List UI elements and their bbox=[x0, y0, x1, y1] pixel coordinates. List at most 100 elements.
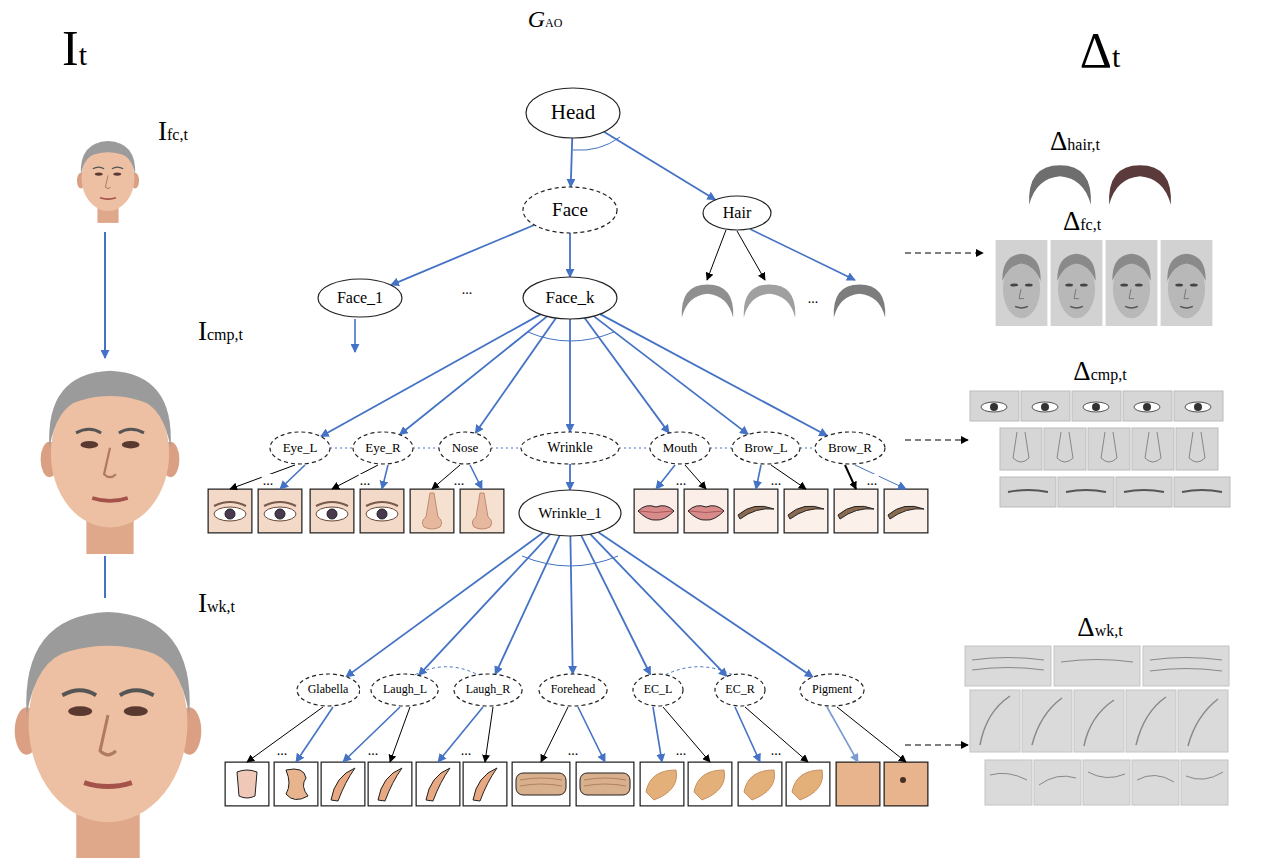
node-label: Brow_L bbox=[744, 441, 787, 455]
component-thumbnails-part bbox=[460, 489, 504, 533]
output-wrinkles-part bbox=[972, 658, 1222, 672]
component-thumbnails-part bbox=[310, 489, 354, 533]
output-components-part bbox=[1189, 432, 1205, 462]
wrinkle-arrows-part bbox=[745, 707, 808, 762]
dashed-arrows-part bbox=[905, 252, 983, 253]
node-label: Pigment bbox=[812, 683, 852, 696]
ellipsis-mark: ... bbox=[866, 474, 879, 488]
wrinkle-thumbnails-part bbox=[463, 762, 507, 806]
wrinkle-thumbnails-part bbox=[368, 762, 412, 806]
wrinkle-arrows-part bbox=[296, 707, 333, 762]
wrinkle-thumbnails-part bbox=[576, 762, 634, 806]
output-wrinkles-part bbox=[1034, 760, 1081, 805]
symbol-label: Δcmp,t bbox=[1073, 356, 1126, 387]
component-thumbnails-part bbox=[258, 489, 302, 533]
wrinkle-arrows-part bbox=[663, 707, 710, 762]
ellipse-node: EC_R bbox=[714, 673, 766, 707]
component-arrows-part bbox=[230, 465, 295, 489]
ellipse-node: Nose bbox=[438, 431, 492, 465]
node-label: Face_1 bbox=[337, 289, 383, 307]
output-components-part bbox=[1044, 428, 1086, 470]
tree-arrow bbox=[475, 318, 556, 433]
wrinkle-thumbnails-part bbox=[836, 762, 880, 806]
output-components-part bbox=[981, 402, 1007, 412]
component-thumbnails-part bbox=[784, 489, 828, 533]
wrinkle-thumbnails-part bbox=[274, 762, 318, 806]
ellipse-node: Forehead bbox=[538, 673, 608, 707]
ellipse-node: EC_L bbox=[632, 673, 684, 707]
relation-link bbox=[491, 448, 521, 449]
ellipse-outline bbox=[454, 674, 522, 706]
ellipse-node: Face_k bbox=[522, 276, 618, 320]
dashed-arrows-part bbox=[905, 439, 968, 440]
tree-arrow bbox=[419, 534, 551, 675]
wrinkle-thumbnails-part bbox=[225, 762, 269, 806]
output-wrinkles bbox=[965, 646, 1229, 805]
tree-arrow bbox=[400, 316, 548, 434]
component-arrows-part bbox=[280, 465, 305, 489]
output-hair bbox=[1029, 165, 1171, 205]
ellipsis-mark: ... bbox=[770, 744, 783, 758]
component-arrows-part bbox=[382, 465, 388, 489]
ellipse-outline bbox=[270, 432, 330, 464]
output-components-part bbox=[990, 403, 998, 411]
component-arrows-part bbox=[756, 465, 761, 489]
relation-link bbox=[619, 448, 650, 449]
ellipse-outline bbox=[815, 432, 885, 464]
output-wrinkles-part bbox=[965, 646, 1051, 686]
leader-arrow-part bbox=[354, 319, 356, 352]
component-thumbnails-part bbox=[310, 489, 354, 533]
wrinkle-thumbnails-part bbox=[884, 762, 928, 806]
output-components-part bbox=[1000, 477, 1056, 507]
ellipsis-mark: ... bbox=[675, 744, 688, 758]
ellipsis-mark: ... bbox=[367, 744, 380, 758]
input-faces-part bbox=[41, 371, 180, 554]
output-faces-part bbox=[1106, 240, 1158, 326]
ellipse-node: Head bbox=[525, 87, 621, 139]
relation-link bbox=[415, 667, 478, 675]
ellipsis-mark: ... bbox=[807, 292, 820, 306]
output-wrinkles-part bbox=[1132, 760, 1179, 805]
node-label: Forehead bbox=[551, 683, 596, 696]
symbol-label: Iwk,t bbox=[198, 588, 235, 619]
symbol-label: Δhair,t bbox=[1050, 126, 1100, 157]
output-wrinkles-part bbox=[980, 696, 1218, 746]
tree-arrow bbox=[581, 535, 650, 674]
output-components-part bbox=[1174, 391, 1223, 421]
input-faces-part bbox=[15, 612, 202, 858]
node-label: Eye_R bbox=[365, 441, 400, 455]
wrinkle-thumbnails-part bbox=[786, 762, 830, 806]
component-arrows-part bbox=[470, 465, 482, 489]
wrinkle-thumbnails-part bbox=[640, 762, 684, 806]
output-wrinkles-part bbox=[985, 760, 1032, 805]
wrinkle-thumbnails-part bbox=[738, 762, 782, 806]
node-label: Wrinkle_1 bbox=[538, 505, 602, 522]
wrinkle-arrows-part bbox=[827, 707, 858, 762]
ellipse-node: Mouth bbox=[649, 431, 711, 465]
wrinkle-thumbnails-part bbox=[321, 762, 365, 806]
output-components-part bbox=[1123, 391, 1172, 421]
node-label: Glabella bbox=[308, 683, 349, 696]
dashed-arrows-part bbox=[905, 744, 968, 745]
ellipsis-mark: ... bbox=[461, 283, 474, 297]
symbol-label: GAO bbox=[528, 6, 563, 34]
wrinkle-arrows-part bbox=[653, 707, 662, 762]
output-faces-part bbox=[996, 240, 1048, 326]
ellipse-node: Glabella bbox=[296, 673, 361, 707]
component-thumbnails-part bbox=[208, 489, 252, 533]
ellipse-outline bbox=[439, 432, 491, 464]
tree-arrow bbox=[598, 532, 813, 677]
node-label: Face_k bbox=[545, 289, 594, 308]
output-wrinkles-part bbox=[1181, 760, 1228, 805]
ellipsis-mark: ... bbox=[262, 474, 275, 488]
tree-arrow bbox=[495, 536, 559, 675]
node-label: Laugh_R bbox=[466, 683, 511, 696]
output-wrinkles-part bbox=[1126, 690, 1176, 752]
ellipsis-mark: ... bbox=[359, 474, 372, 488]
component-arrows-part bbox=[656, 465, 675, 489]
ellipse-outline bbox=[539, 674, 607, 706]
node-label: EC_R bbox=[725, 683, 754, 696]
node-label: Laugh_L bbox=[383, 683, 427, 696]
hair-samples-part bbox=[834, 285, 886, 318]
node-label: Eye_L bbox=[283, 441, 318, 455]
